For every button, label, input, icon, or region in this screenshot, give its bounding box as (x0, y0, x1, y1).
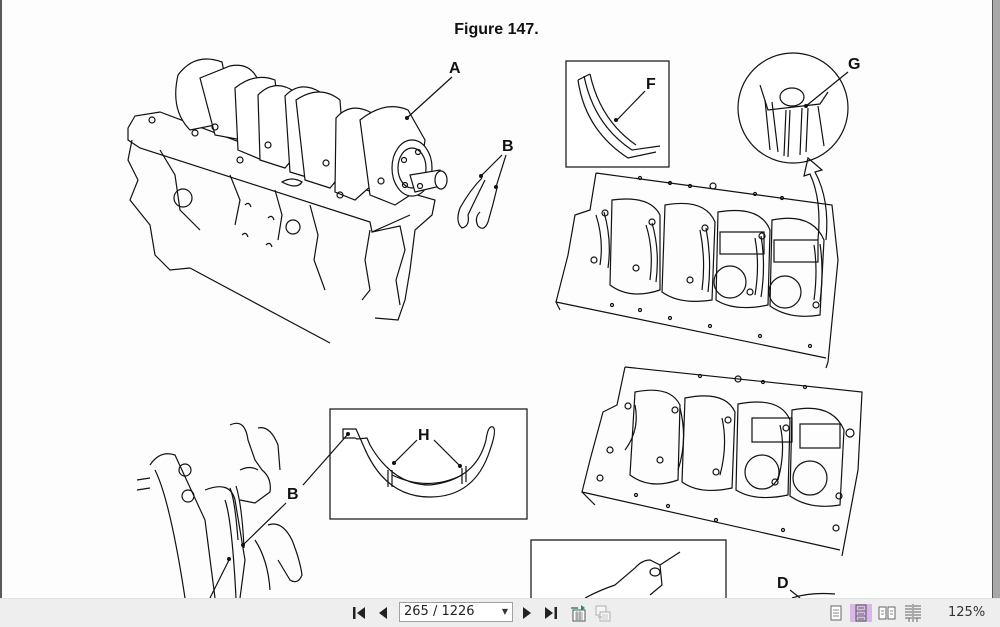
document-viewer[interactable]: Figure 147. (0, 0, 1000, 598)
bottom-center-inset (530, 539, 727, 598)
page-number-select[interactable]: 265 / 1226 ▼ (399, 602, 513, 622)
thrust-washer-installation-drawing (136, 422, 303, 598)
engine-block-crankshaft-drawing (127, 58, 507, 344)
callout-h-label: H (418, 427, 430, 444)
callout-d-label: D (777, 575, 789, 592)
next-page-icon (523, 607, 531, 619)
dowel-g-detail-circle (737, 52, 849, 241)
first-page-icon (353, 607, 365, 619)
thrust-washer-h-inset (302, 408, 528, 520)
single-page-view-icon (830, 605, 842, 621)
bottom-right-d-drawing (789, 589, 836, 598)
facing-view-icon (878, 606, 896, 620)
next-page-button[interactable] (520, 604, 534, 622)
figure-title: Figure 147. (454, 21, 539, 38)
dropdown-caret-icon: ▼ (501, 607, 508, 616)
continuous-facing-view-button[interactable] (903, 604, 923, 622)
callout-b-top-label: B (502, 138, 514, 155)
previous-page-icon (379, 607, 387, 619)
vertical-scrollbar[interactable] (992, 0, 1000, 598)
single-page-view-button[interactable] (828, 604, 844, 622)
block-bearing-housings-top (555, 172, 839, 369)
viewer-toolbar: 265 / 1226 ▼ 125% (0, 598, 1000, 627)
zoom-level[interactable]: 125% (948, 605, 986, 620)
figure-illustration: A B F G (127, 52, 863, 598)
callout-f-label: F (646, 76, 656, 93)
last-page-button[interactable] (543, 604, 559, 622)
continuous-view-button[interactable] (850, 604, 872, 622)
block-bearing-housings-bottom (581, 366, 863, 557)
last-page-icon (545, 607, 557, 619)
callout-g-label: G (848, 56, 860, 73)
next-view-icon (595, 605, 611, 622)
first-page-button[interactable] (351, 604, 367, 622)
page-indicator: 265 / 1226 (404, 604, 475, 619)
facing-view-button[interactable] (877, 604, 897, 622)
previous-view-icon (571, 605, 586, 622)
callout-a-label: A (449, 60, 461, 77)
callout-b-bottom-label: B (287, 486, 299, 503)
continuous-view-icon (855, 604, 867, 622)
previous-page-button[interactable] (376, 604, 390, 622)
left-border (0, 0, 2, 598)
continuous-facing-view-icon (905, 604, 921, 622)
bearing-shell-f-inset (565, 60, 670, 168)
next-view-button[interactable] (594, 604, 612, 622)
previous-view-button[interactable] (569, 604, 587, 622)
